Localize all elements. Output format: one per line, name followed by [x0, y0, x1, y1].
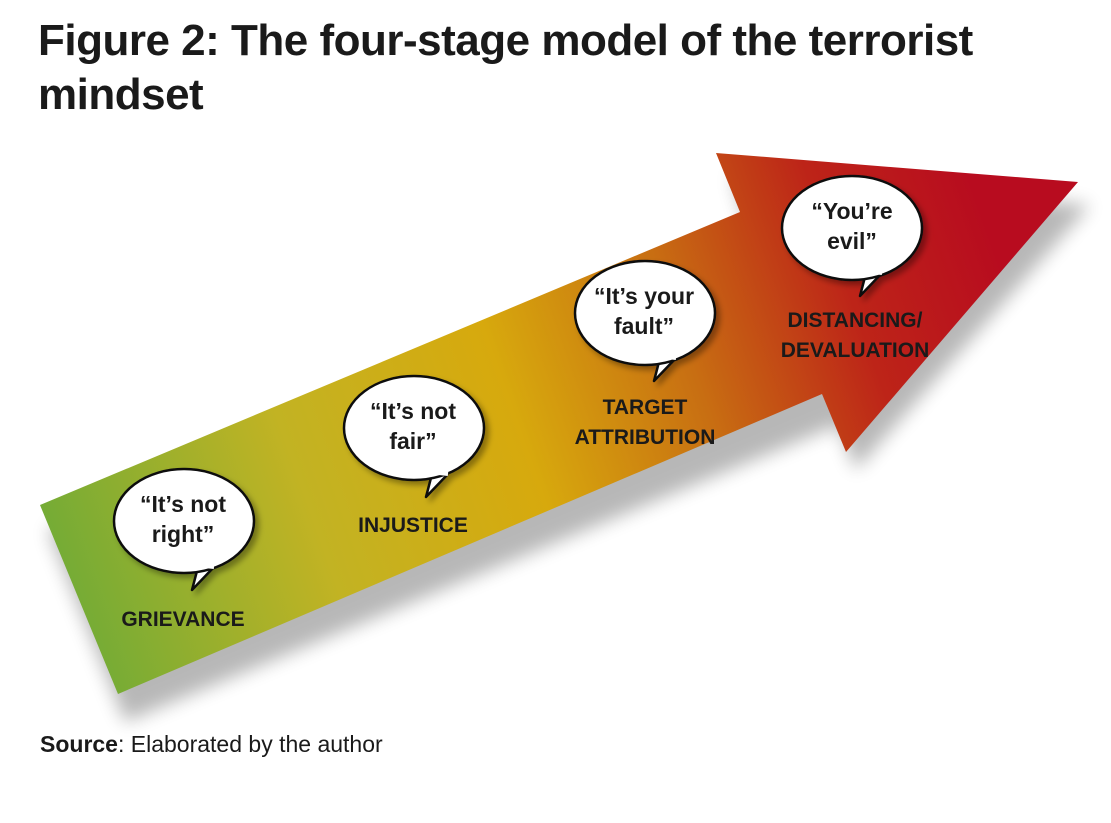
stage-label-distancing-line1: DISTANCING/ [788, 309, 923, 332]
speech-bubble-injustice [342, 374, 486, 499]
quote-distancing-line2: evil” [827, 228, 877, 254]
source-note: Source: Elaborated by the author [40, 731, 383, 758]
speech-bubble-grievance [112, 467, 256, 592]
quote-injustice-line2: fair” [389, 428, 436, 454]
speech-bubble-distancing [780, 174, 924, 298]
quote-target-line2: fault” [614, 313, 674, 339]
stage-label-distancing-line2: DEVALUATION [781, 339, 930, 362]
quote-distancing-line1: “You’re [811, 198, 892, 224]
source-text: : Elaborated by the author [117, 731, 383, 757]
quote-injustice-line1: “It’s not [370, 398, 456, 424]
quote-grievance-line2: right” [152, 521, 215, 547]
source-label: Source [40, 731, 118, 757]
quote-target-line1: “It’s your [594, 283, 694, 309]
stage-label-target-line2: ATTRIBUTION [575, 426, 716, 449]
quote-grievance-line1: “It’s not [140, 491, 226, 517]
speech-bubble-target-attribution [573, 259, 717, 383]
progression-arrow [40, 153, 1078, 694]
stage-label-target-line1: TARGET [603, 396, 688, 419]
stage-label-injustice: INJUSTICE [358, 514, 468, 537]
figure-title: Figure 2: The four-stage model of the te… [38, 16, 973, 119]
stage-label-grievance: GRIEVANCE [121, 608, 244, 631]
